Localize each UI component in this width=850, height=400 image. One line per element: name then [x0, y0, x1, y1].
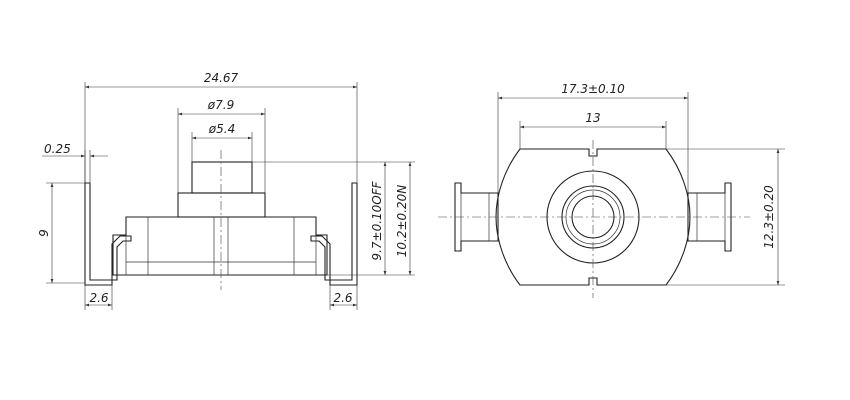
- left-flange: [454, 182, 499, 252]
- left-terminal: [84, 182, 132, 286]
- dim-lead-thickness: 0.25: [44, 142, 71, 156]
- dim-actuator-inner-dia: ø5.4: [208, 122, 235, 136]
- actuator-top: [191, 161, 253, 194]
- dim-left-foot: 2.6: [89, 291, 108, 305]
- dim-flange-width: 17.3±0.10: [561, 82, 625, 96]
- dim-height-off: 9.7±0.10OFF: [370, 180, 384, 260]
- right-flange: [687, 182, 732, 252]
- top-view: 17.3±0.10 13 12.3±0.20: [438, 82, 785, 298]
- actuator-collar: [177, 192, 266, 218]
- dim-actuator-outer-dia: ø7.9: [207, 98, 234, 112]
- dim-lead-height: 9: [37, 229, 51, 237]
- dim-body-width: 13: [585, 111, 600, 125]
- dim-body-height: 12.3±0.20: [762, 185, 776, 249]
- dim-height-on: 10.2±0.20N: [395, 185, 409, 257]
- dim-overall-width: 24.67: [204, 71, 239, 85]
- side-view: 24.67 ø7.9 ø5.4 0.25 9 2.6 2.6: [37, 71, 415, 310]
- dim-right-foot: 2.6: [333, 291, 352, 305]
- switch-body: [112, 216, 328, 276]
- right-terminal: [310, 182, 358, 286]
